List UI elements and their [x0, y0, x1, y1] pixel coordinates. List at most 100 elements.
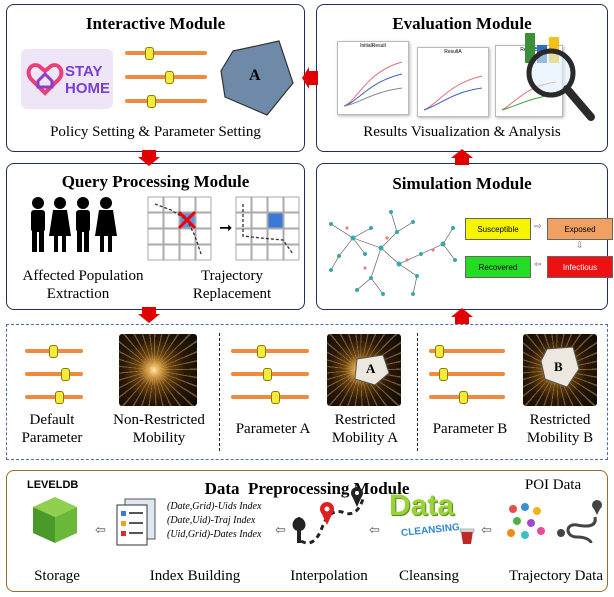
state-exposed: Exposed: [547, 218, 613, 240]
scenario1-knob-3[interactable]: [55, 391, 64, 404]
scenario-panel: Default Parameter Non-Restricted Mobilit…: [6, 324, 608, 460]
interactive-module-caption: Policy Setting & Parameter Setting: [50, 124, 261, 140]
region-a-polygon[interactable]: [217, 37, 297, 117]
scenario2-knob-3[interactable]: [271, 391, 280, 404]
arrow-up-sim-to-eval: [451, 149, 473, 165]
scenario-divider-2: [417, 333, 418, 451]
logo-line1: STAY: [65, 63, 103, 80]
query-processing-module: Query Processing Module ➞ Affected Popul…: [6, 163, 305, 310]
arrow-to-storage: ⇦: [95, 523, 106, 538]
region-a-label: A: [249, 67, 261, 84]
result-chart-2-title: ResultA: [444, 49, 462, 55]
scenario2-right-line2: Mobility A: [331, 430, 399, 446]
scenario2-overlay-label: A: [366, 361, 376, 376]
scenario3-right-line1: Restricted: [529, 412, 591, 428]
scenario1-knob-1[interactable]: [49, 345, 58, 358]
state-exposed-label: Exposed: [564, 225, 596, 234]
contact-network-graph: [329, 210, 457, 296]
slider-1-knob[interactable]: [145, 47, 154, 60]
arrow-right-icon: ➞: [219, 218, 233, 237]
scenario3-knob-2[interactable]: [439, 368, 448, 381]
scenario3-left-line1: Parameter B: [432, 421, 508, 437]
evaluation-module-caption: Results Visualization & Analysis: [363, 124, 561, 140]
scenario2-knob-1[interactable]: [257, 345, 266, 358]
interactive-module: Interactive Module STAY HOME A Policy Se…: [6, 4, 305, 152]
simulation-module-title: Simulation Module: [392, 174, 532, 193]
scenario3-knob-3[interactable]: [459, 391, 468, 404]
trajectory-grid-after: [235, 196, 300, 261]
index-line-1: (Date,Grid)-Uids Index: [167, 501, 262, 512]
slider-3-knob[interactable]: [147, 95, 156, 108]
arrow-to-interpolation: ⇦: [369, 523, 380, 538]
interactive-module-title: Interactive Module: [85, 14, 226, 33]
slider-1[interactable]: [125, 47, 207, 60]
scenario1-left-line2: Parameter: [21, 430, 83, 446]
scenario1-right-line1: Non-Restricted: [113, 412, 205, 428]
scenario3-slider-3[interactable]: [429, 391, 505, 404]
slider-2-knob[interactable]: [165, 71, 174, 84]
scenario1-left-line1: Default: [29, 412, 75, 428]
result-chart-2: ResultA: [417, 47, 489, 117]
scenario1-mobility-image: [119, 334, 197, 406]
arrow-i-to-r: ⇦: [534, 260, 542, 270]
trajectory-caption-1: Trajectory: [201, 268, 263, 284]
scenario1-slider-3[interactable]: [25, 391, 83, 404]
scenario2-right-line1: Restricted: [334, 412, 396, 428]
result-chart-1-lines: [343, 61, 403, 107]
scenario3-region-polygon: [540, 346, 580, 388]
population-caption-1: Affected Population: [22, 268, 144, 284]
index-line-2: (Date,Uid)-Traj Index: [167, 515, 256, 526]
storage-label: Storage: [34, 568, 80, 584]
poi-pins-icon: [507, 503, 545, 539]
arrow-down-interactive-to-query: [138, 150, 160, 166]
cleansing-word-data: Data: [389, 489, 455, 522]
state-susceptible: Susceptible: [465, 218, 531, 240]
interpolation-label: Interpolation: [290, 568, 368, 584]
heart-home-icon: [26, 63, 64, 96]
scenario-divider-1: [219, 333, 220, 451]
result-chart-1-title: InitialResult: [360, 43, 386, 49]
arrow-to-index: ⇦: [275, 523, 286, 538]
preprocessing-module-title: Data Preprocessing Module: [204, 479, 410, 498]
scenario3-overlay-label: B: [554, 359, 563, 374]
evaluation-module: Evaluation Module InitialResult ResultA …: [316, 4, 608, 152]
index-building-label: Index Building: [149, 568, 241, 584]
index-document-icon: [116, 498, 156, 546]
cleansing-label: Cleansing: [399, 568, 459, 584]
scenario3-slider-1[interactable]: [429, 345, 505, 358]
arrow-down-query-to-scenarios: [138, 307, 160, 323]
slider-2[interactable]: [125, 71, 207, 84]
scenario3-slider-2[interactable]: [429, 368, 505, 381]
scenario3-right-line2: Mobility B: [526, 430, 594, 446]
leveldb-brand: LEVELDB: [27, 479, 79, 491]
scenario3-knob-1[interactable]: [435, 345, 444, 358]
result-chart-2-lines: [423, 75, 483, 111]
state-recovered: Recovered: [465, 256, 531, 278]
trajectory-path-icon: [557, 500, 602, 544]
trajectory-caption-2: Replacement: [192, 286, 272, 302]
trajectory-data-label: Trajectory Data: [509, 568, 603, 584]
scenario2-slider-3[interactable]: [231, 391, 309, 404]
population-icon: [31, 197, 117, 252]
arrow-left-eval-to-interactive: [302, 67, 318, 89]
scenario1-right-line2: Mobility: [132, 430, 186, 446]
logo-line2: HOME: [65, 80, 110, 97]
state-infectious-label: Infectious: [562, 263, 598, 272]
index-line-3: (Uid,Grid)-Dates Index: [167, 529, 262, 540]
cleaning-bucket-icon: [459, 528, 475, 544]
scenario2-knob-2[interactable]: [263, 368, 272, 381]
evaluation-module-title: Evaluation Module: [392, 14, 532, 33]
scenario1-knob-2[interactable]: [61, 368, 70, 381]
trajectory-grid-before: [147, 196, 212, 261]
simulation-module: Simulation Module Susceptible ⇨ Exposed …: [316, 163, 613, 310]
state-recovered-label: Recovered: [478, 263, 518, 272]
arrow-e-to-i: ⇩: [576, 241, 584, 251]
scenario1-slider-2[interactable]: [25, 368, 83, 381]
slider-3[interactable]: [125, 95, 207, 108]
scenario2-left-line1: Parameter A: [235, 421, 311, 437]
scenario2-slider-2[interactable]: [231, 368, 309, 381]
scenario2-slider-1[interactable]: [231, 345, 309, 358]
query-module-title: Query Processing Module: [61, 172, 250, 191]
leveldb-icon: [33, 497, 77, 543]
scenario1-slider-1[interactable]: [25, 345, 83, 358]
